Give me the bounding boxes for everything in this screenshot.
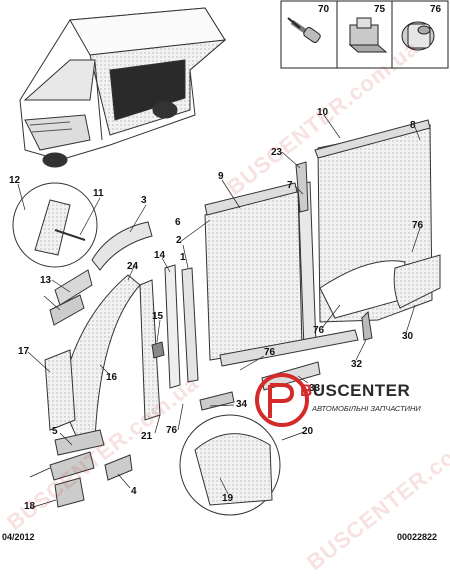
callout-10: 10 (317, 107, 329, 118)
brand-name-prefix: B (300, 381, 313, 400)
bracket-32 (361, 310, 373, 341)
callout-14: 14 (154, 250, 166, 261)
fastener-table (280, 0, 449, 69)
callout-20: 20 (302, 426, 314, 437)
fastener-ref-76: 76 (430, 4, 442, 15)
b-pillar (139, 264, 199, 421)
callout-7: 7 (287, 180, 293, 191)
screw-icon (287, 17, 321, 44)
pillar-23 (295, 161, 309, 213)
footer-date: 04/2012 (2, 532, 35, 542)
clip-nut-icon (348, 17, 388, 53)
wheel-arch-30 (393, 254, 441, 309)
brand-name-rest: USCENTER (312, 381, 411, 400)
callout-13: 13 (40, 275, 52, 286)
callout-11: 11 (93, 188, 104, 199)
fastener-ref-70: 70 (318, 4, 330, 15)
callout-34: 34 (236, 399, 248, 410)
callout-19: 19 (222, 493, 234, 504)
leader-lines (17, 114, 421, 509)
callout-8: 8 (410, 120, 416, 131)
plug-icon (401, 21, 435, 51)
callout-24: 24 (127, 261, 139, 272)
callout-2: 2 (176, 235, 182, 246)
brand-name: BUSCENTER (300, 381, 410, 401)
callout-23: 23 (271, 147, 283, 158)
callout-76-top: 76 (264, 347, 276, 358)
callout-32: 32 (351, 359, 363, 370)
callout-6: 6 (175, 217, 181, 228)
callout-18: 18 (24, 501, 36, 512)
callout-3: 3 (141, 195, 147, 206)
callout-76-right: 76 (412, 220, 424, 231)
lower-brackets (44, 341, 165, 508)
callout-21: 21 (141, 431, 153, 442)
diagram-canvas (12, 0, 449, 516)
callout-15: 15 (152, 311, 164, 322)
brand-logo (255, 373, 309, 427)
a-pillar-inner (49, 221, 153, 441)
detail-circle-bottom (179, 414, 281, 516)
callout-5: 5 (52, 426, 58, 437)
roof-rail-10 (314, 119, 431, 159)
callout-33: 33 (309, 383, 321, 394)
callout-1: 1 (180, 252, 186, 263)
footer-ref: 00022822 (397, 532, 438, 542)
callout-12: 12 (9, 175, 21, 186)
callout-30: 30 (402, 331, 414, 342)
callout-4: 4 (131, 486, 137, 497)
callout-17: 17 (18, 346, 30, 357)
brand-tagline: АВТОМОБІЛЬНІ ЗАПЧАСТИНИ (312, 404, 421, 413)
callout-76-mid: 76 (313, 325, 325, 336)
callout-76-low: 76 (166, 425, 178, 436)
van-illustration (19, 7, 227, 168)
side-panel-center (204, 182, 303, 361)
callout-9: 9 (218, 171, 224, 182)
fastener-ref-75: 75 (374, 4, 386, 15)
detail-circle-left (12, 182, 98, 268)
callout-16: 16 (106, 372, 118, 383)
